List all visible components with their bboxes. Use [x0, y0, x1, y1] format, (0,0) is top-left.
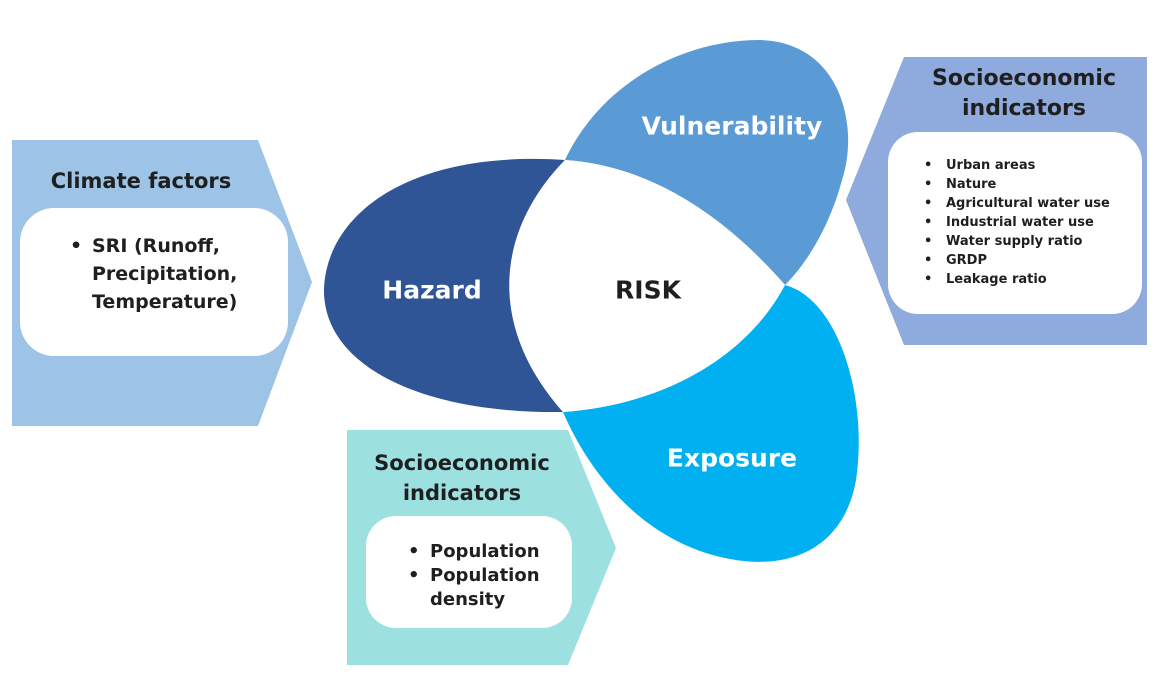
exposure-petal [563, 285, 859, 562]
vulnerability-indicators-title: Socioeconomic indicators [931, 66, 1116, 121]
exposure-indicators-list: Population Population density [408, 540, 564, 612]
list-item: Industrial water use [924, 213, 1136, 232]
list-item: Population density [408, 564, 564, 612]
vulnerability-petal [565, 40, 849, 285]
hazard-label: Hazard [382, 275, 482, 305]
climate-factors-list-box: SRI (Runoff, Precipitation, Temperature) [20, 208, 288, 356]
risk-center-region [509, 160, 785, 412]
list-item: SRI (Runoff, Precipitation, Temperature) [70, 232, 274, 316]
vulnerability-indicators-list: Urban areas Nature Agricultural water us… [924, 156, 1136, 289]
list-item: Urban areas [924, 156, 1136, 175]
vulnerability-label: Vulnerability [641, 111, 823, 141]
climate-factors-title: Climate factors [50, 169, 232, 193]
list-item: GRDP [924, 251, 1136, 270]
exposure-label: Exposure [666, 443, 798, 473]
list-item: Population [408, 540, 564, 564]
exposure-indicators-list-box: Population Population density [366, 516, 572, 628]
vulnerability-indicators-list-box: Urban areas Nature Agricultural water us… [888, 132, 1142, 314]
list-item: Leakage ratio [924, 270, 1136, 289]
hazard-petal [323, 158, 565, 413]
exposure-indicators-title: Socioeconomic indicators [374, 451, 550, 505]
climate-factors-list: SRI (Runoff, Precipitation, Temperature) [70, 232, 274, 316]
list-item: Agricultural water use [924, 194, 1136, 213]
list-item: Nature [924, 175, 1136, 194]
risk-label: RISK [615, 275, 681, 305]
list-item: Water supply ratio [924, 232, 1136, 251]
